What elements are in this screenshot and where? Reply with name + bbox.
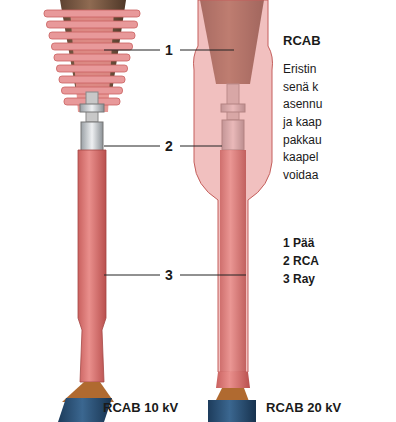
- callout-number: 2: [165, 138, 173, 155]
- body-text: senä k: [283, 80, 318, 94]
- shed: [44, 10, 140, 17]
- body-text: ja kaap: [283, 115, 322, 129]
- termination-20kv: [194, 0, 273, 422]
- callout-number: 1: [165, 42, 173, 59]
- shed: [57, 65, 128, 72]
- termination-10kv: [44, 0, 140, 422]
- part-key: 1 Pää: [283, 236, 314, 250]
- cable-sheath: [208, 400, 256, 422]
- sleeve-end: [216, 372, 250, 388]
- figure-label: RCAB 20 kV: [266, 400, 341, 416]
- body-text: Eristin: [283, 62, 316, 76]
- shed: [47, 21, 138, 28]
- leader-lines: [104, 50, 246, 275]
- body-text: asennu: [283, 97, 322, 111]
- nut: [80, 104, 104, 112]
- body-text: pakkau: [283, 133, 322, 147]
- cable-lug: [81, 122, 103, 152]
- shed: [52, 43, 133, 50]
- stress-tube: [220, 150, 246, 372]
- figure-label: RCAB 10 kV: [103, 400, 178, 416]
- shed: [59, 76, 125, 83]
- part-key: 3 Ray: [283, 272, 315, 286]
- stress-tube: [78, 150, 106, 382]
- body-text: voidaa: [283, 168, 318, 182]
- callout-number: 3: [165, 267, 173, 284]
- shed: [49, 32, 135, 39]
- part-key: 2 RCA: [283, 254, 319, 268]
- termination-sleeve: [194, 0, 273, 372]
- shed: [54, 54, 130, 61]
- body-text: kaapel: [283, 150, 318, 164]
- heading: RCAB: [283, 33, 321, 49]
